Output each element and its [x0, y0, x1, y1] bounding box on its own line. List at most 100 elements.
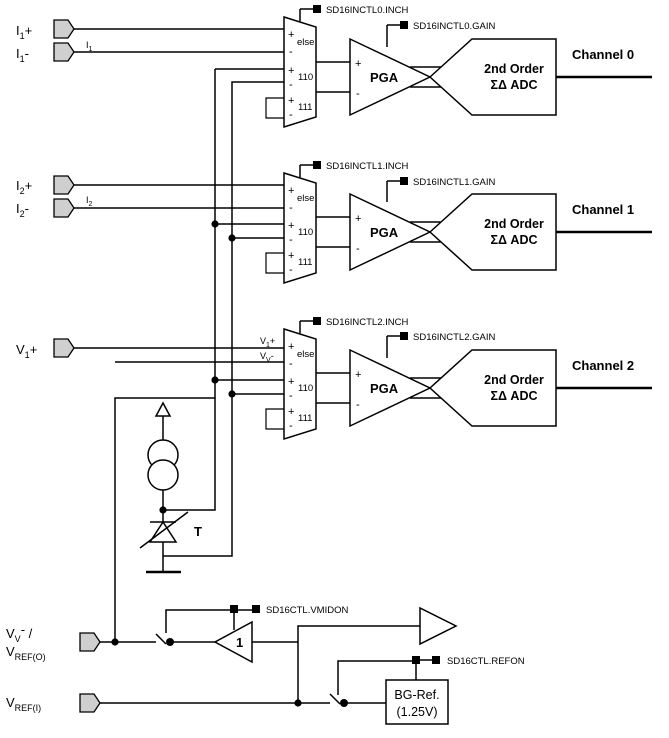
channel-2-label: Channel 2 [572, 358, 634, 373]
bg-ref-line1: BG-Ref. [394, 688, 439, 702]
svg-text:-: - [289, 264, 293, 276]
bandgap-reference [385, 679, 449, 725]
output-buffer [419, 606, 458, 646]
mux-2-110: 110 [298, 383, 313, 394]
label-vref-out-line1: VV- / [6, 622, 33, 644]
adc-2 [428, 349, 557, 427]
diode-icon [148, 520, 178, 543]
svg-text:-: - [289, 358, 293, 370]
pin-vref-in [79, 693, 101, 713]
supply-icon [154, 401, 172, 417]
svg-text:-: - [289, 234, 293, 246]
svg-text:+: + [288, 220, 294, 232]
svg-text:+: + [288, 406, 294, 418]
svg-text:-: - [289, 390, 293, 402]
pin-i2-minus [53, 198, 75, 218]
refon-switch [329, 693, 341, 705]
ctl-vmidon: SD16CTL.VMIDON [266, 605, 348, 616]
mux-1-110: 110 [298, 227, 313, 238]
channel-1: I2 + - + - + - else 110 111 SD16INCTL1.INCH… [74, 161, 652, 285]
mux-0 [283, 15, 317, 129]
label-i1-wire: I1 [86, 40, 93, 53]
pga-0-label: PGA [370, 70, 399, 85]
svg-text:-: - [289, 46, 293, 58]
buffer-gain: 1 [236, 635, 243, 650]
pin-i2-plus [53, 175, 75, 195]
pin-v1-plus [53, 338, 75, 358]
mux-1-111: 111 [298, 257, 312, 268]
adc-0-line2: ΣΔ ADC [490, 78, 537, 92]
svg-text:+: + [288, 376, 294, 388]
adc-0-line1: 2nd Order [484, 62, 544, 76]
label-i2-plus: I2+ [16, 178, 32, 196]
mux-1 [283, 171, 317, 285]
mux-2-111: 111 [298, 413, 312, 424]
label-vref-out-line2: VREF(O) [6, 644, 46, 662]
ctl-inch-0: SD16INCTL0.INCH [326, 5, 408, 16]
label-i2-minus: I2- [16, 201, 29, 219]
channel-0: I1 + - + - + - else 110 111 SD16INCTL0.INCH… [74, 5, 652, 129]
label-vref-in: VREF(I) [6, 695, 41, 713]
channel-1-label: Channel 1 [572, 202, 634, 217]
shared-bus [111, 68, 284, 646]
label-v1-wire: V1+ [260, 336, 275, 349]
ctl-gain-0: SD16INCTL0.GAIN [413, 21, 495, 32]
temperature-sensor: T [139, 401, 202, 574]
svg-text:+: + [288, 341, 294, 353]
mux-0-111: 111 [298, 102, 312, 113]
mux-2 [283, 327, 317, 441]
label-i2-wire: I2 [86, 195, 93, 208]
adc-2-line1: 2nd Order [484, 373, 544, 387]
svg-text:+: + [288, 250, 294, 262]
pga-2-label: PGA [370, 381, 399, 396]
svg-text:-: - [289, 109, 293, 121]
svg-text:-: - [356, 88, 360, 100]
svg-text:+: + [355, 213, 361, 225]
pin-i1-plus [53, 19, 75, 39]
variable-arrow [139, 511, 189, 549]
svg-text:+: + [355, 58, 361, 70]
pga-1 [349, 192, 432, 272]
pga-1-label: PGA [370, 225, 399, 240]
svg-text:+: + [355, 369, 361, 381]
svg-text:-: - [289, 420, 293, 432]
vmid-switch [155, 633, 167, 645]
adc-1-line1: 2nd Order [484, 217, 544, 231]
ctl-inch-1: SD16INCTL1.INCH [326, 161, 408, 172]
adc-1 [428, 193, 557, 271]
adc-1-line2: ΣΔ ADC [490, 233, 537, 247]
adc-0 [428, 38, 557, 116]
svg-text:-: - [289, 202, 293, 214]
mux-0-else: else [297, 37, 314, 48]
pga-0 [349, 37, 432, 117]
label-i1-plus: I1+ [16, 23, 32, 41]
label-v1-plus: V1+ [16, 342, 37, 360]
bg-ref-line2: (1.25V) [397, 705, 438, 719]
channel-0-label: Channel 0 [572, 47, 634, 62]
mux-0-110: 110 [298, 72, 313, 83]
svg-text:-: - [289, 79, 293, 91]
temp-sensor-label: T [194, 524, 202, 539]
input-pins: I1+ I1- I2+ I2- V1+ VV- / VREF(O) VREF(I… [6, 19, 101, 713]
pin-i1-minus [53, 42, 75, 62]
pin-vref-out [79, 632, 101, 652]
svg-text:+: + [288, 29, 294, 41]
ctl-inch-2: SD16INCTL2.INCH [326, 317, 408, 328]
mux-2-else: else [297, 349, 314, 360]
svg-text:+: + [288, 95, 294, 107]
svg-text:+: + [288, 185, 294, 197]
label-vv-wire: VV- [260, 351, 274, 364]
mux-1-else: else [297, 193, 314, 204]
label-i1-minus: I1- [16, 46, 29, 64]
reference-section: SD16CTL.VMIDON 1 SD16CTL.REFON BG-Ref. (… [100, 605, 525, 725]
ctl-refon: SD16CTL.REFON [447, 656, 525, 667]
ctl-gain-2: SD16INCTL2.GAIN [413, 332, 495, 343]
adc-2-line2: ΣΔ ADC [490, 389, 537, 403]
svg-text:-: - [356, 243, 360, 255]
pga-2 [349, 348, 432, 428]
ctl-gain-1: SD16INCTL1.GAIN [413, 177, 495, 188]
channel-2: V1+ VV- + - + - + - else 110 111 SD16INCTL2… [74, 317, 652, 441]
svg-text:-: - [356, 399, 360, 411]
svg-text:+: + [288, 65, 294, 77]
